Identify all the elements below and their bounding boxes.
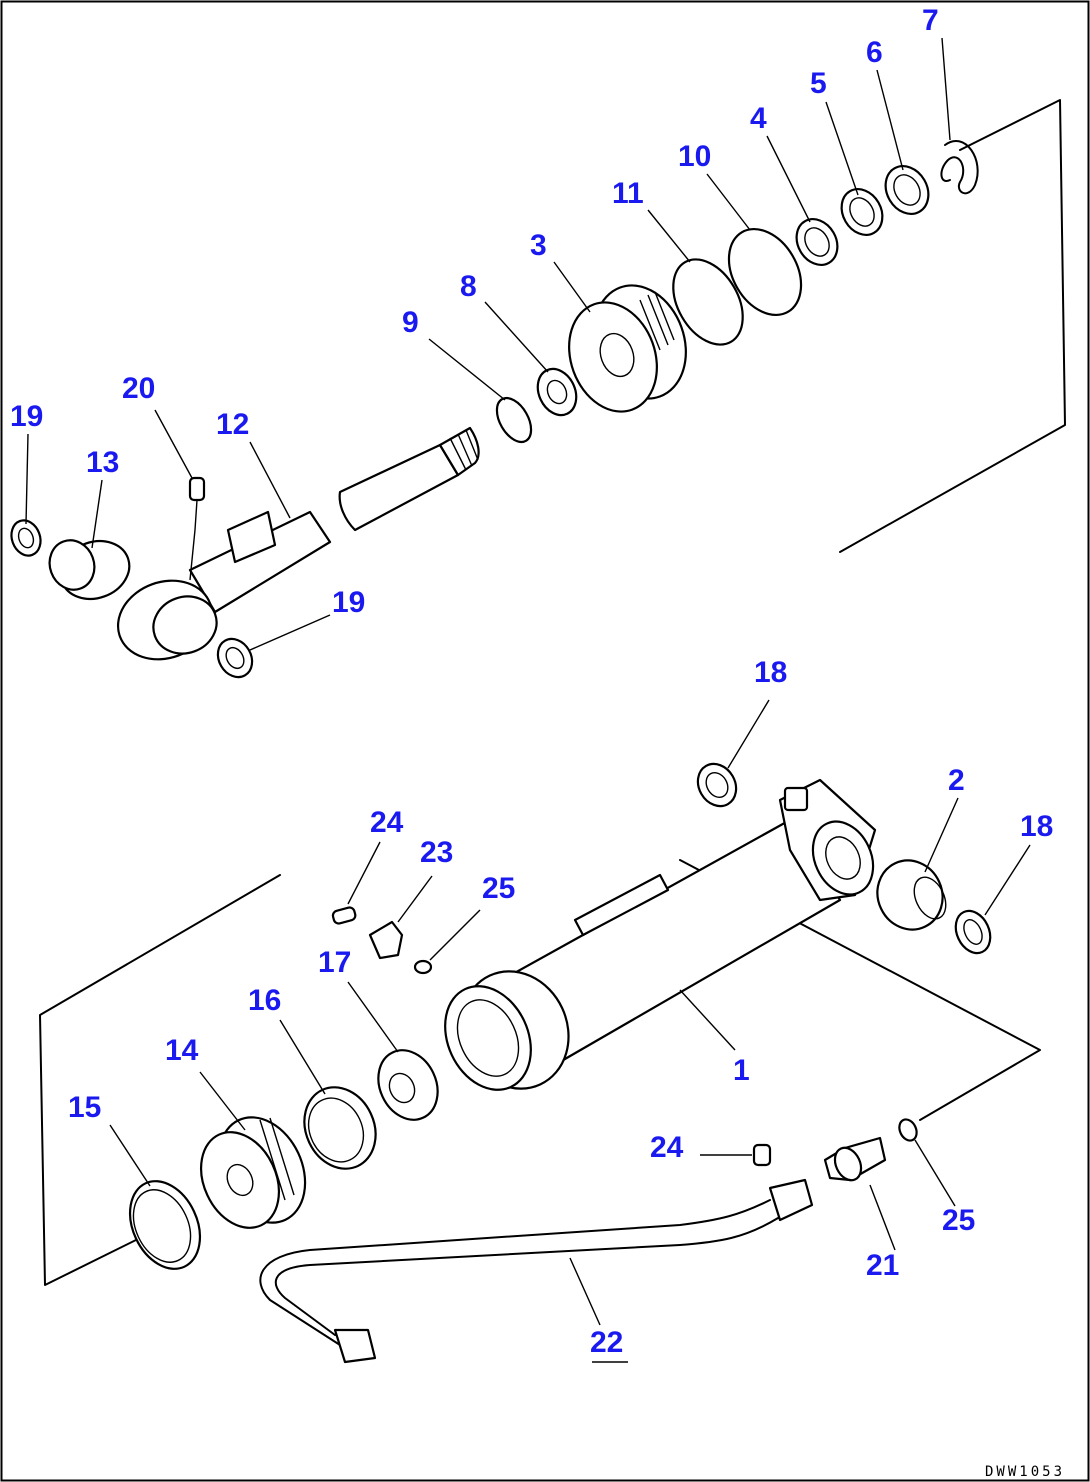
callout-11: 11 — [612, 177, 644, 210]
part-12-piston-rod — [116, 426, 480, 661]
callout-12: 12 — [216, 408, 249, 441]
part-25-o-ring-a — [413, 959, 433, 975]
part-24-plug-a — [331, 906, 357, 925]
callout-6: 6 — [866, 36, 883, 69]
part-6-dust-seal — [884, 165, 930, 215]
callout-24-top: 24 — [370, 806, 404, 839]
part-1-cylinder-tube — [444, 778, 877, 1091]
part-19-dust-seal-b — [216, 637, 254, 679]
callout-3: 3 — [530, 229, 547, 262]
callout-24-bottom: 24 — [650, 1131, 684, 1164]
callout-18-right: 18 — [1020, 810, 1053, 843]
part-4-bushing — [795, 218, 839, 266]
part-23-elbow — [368, 920, 404, 960]
drawing-code: DWW1053 — [985, 1464, 1065, 1480]
callout-16: 16 — [248, 984, 281, 1017]
part-21-connector — [823, 1136, 887, 1182]
part-14-piston — [200, 1116, 307, 1229]
part-15-piston-ring — [128, 1180, 202, 1270]
part-11-backup-ring — [672, 258, 744, 346]
callout-10: 10 — [678, 140, 711, 173]
part-13-bushing — [48, 539, 131, 601]
callout-22: 22 — [590, 1326, 623, 1359]
callout-1: 1 — [733, 1054, 750, 1087]
callout-25-bottom: 25 — [942, 1204, 975, 1237]
part-22-tube — [259, 1178, 814, 1364]
callout-17: 17 — [318, 946, 351, 979]
callout-4: 4 — [750, 102, 767, 135]
part-19-dust-seal-a — [10, 519, 42, 557]
part-18-dust-seal-a — [696, 762, 738, 808]
part-3-cylinder-head — [568, 284, 687, 413]
callout-14: 14 — [165, 1034, 199, 1067]
assembly-boundary-upper — [839, 99, 1066, 553]
callout-21: 21 — [866, 1249, 899, 1282]
part-18-dust-seal-b — [954, 909, 992, 955]
callout-25-top: 25 — [482, 872, 515, 905]
callout-20: 20 — [122, 372, 155, 405]
callout-18-top: 18 — [754, 656, 787, 689]
callout-5: 5 — [810, 67, 827, 100]
callout-19-top: 19 — [10, 400, 43, 433]
callout-15: 15 — [68, 1091, 101, 1124]
callout-23: 23 — [420, 836, 453, 869]
callout-9: 9 — [402, 306, 419, 339]
part-2-bushing — [876, 859, 947, 931]
callout-2: 2 — [948, 764, 965, 797]
part-20-grease-fitting — [188, 476, 206, 581]
part-5-rod-packing — [840, 188, 884, 236]
callout-19-bottom: 19 — [332, 586, 365, 619]
part-24-plug-b — [752, 1143, 772, 1167]
callout-labels: 7 6 5 4 10 11 3 8 9 20 12 19 13 19 18 2 … — [10, 4, 1053, 1359]
part-25-o-ring-b — [898, 1118, 918, 1142]
part-10-o-ring — [727, 227, 803, 317]
callout-13: 13 — [86, 446, 119, 479]
part-7-snap-ring — [940, 140, 979, 195]
callout-8: 8 — [460, 270, 477, 303]
callout-7: 7 — [922, 4, 939, 37]
leader-lines — [25, 37, 1031, 1363]
part-9-ring — [495, 396, 533, 444]
part-17-nut — [377, 1049, 439, 1121]
